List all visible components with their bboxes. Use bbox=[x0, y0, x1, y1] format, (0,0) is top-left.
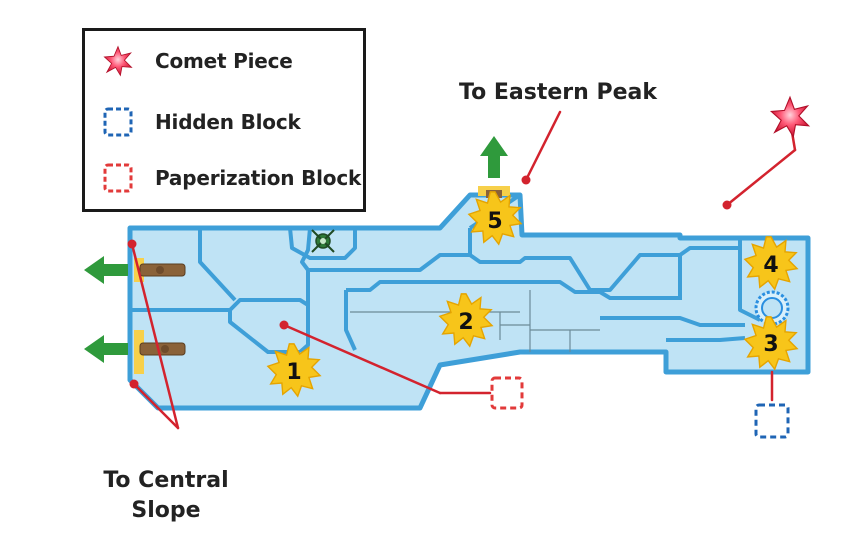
left-exit-lower bbox=[134, 330, 186, 374]
map-legend: Comet Piece Hidden Block Paperization Bl… bbox=[82, 28, 366, 212]
marker-1: 1 bbox=[267, 343, 321, 397]
pointer-lines bbox=[130, 110, 797, 430]
callout-central-line1: To Central bbox=[103, 468, 229, 493]
svg-text:4: 4 bbox=[763, 253, 778, 278]
hidden-block-icon bbox=[754, 403, 790, 439]
marker-4: 4 bbox=[744, 236, 798, 290]
enemy-icon bbox=[311, 229, 335, 253]
callout-central-slope: To Central Slope bbox=[86, 466, 246, 526]
legend-label-hidden: Hidden Block bbox=[155, 110, 301, 134]
exit-arrow-left-lower-icon bbox=[84, 335, 128, 363]
exit-arrow-left-upper-icon bbox=[84, 256, 128, 284]
inner-lines bbox=[350, 290, 600, 352]
marker-5: 5 bbox=[468, 191, 522, 245]
svg-text:3: 3 bbox=[763, 332, 778, 357]
svg-text:2: 2 bbox=[458, 310, 473, 335]
exit-arrow-up-icon bbox=[480, 136, 508, 178]
callout-eastern-peak: To Eastern Peak bbox=[459, 80, 657, 105]
warp-ring bbox=[754, 290, 790, 326]
marker-2: 2 bbox=[439, 293, 493, 347]
paperization-block-icon bbox=[490, 376, 524, 410]
paperization-block-icon bbox=[101, 162, 135, 194]
svg-text:5: 5 bbox=[487, 209, 502, 234]
callout-central-line2: Slope bbox=[131, 498, 201, 523]
svg-text:1: 1 bbox=[286, 360, 301, 385]
legend-item-paperization: Paperization Block bbox=[101, 162, 361, 194]
legend-label-comet: Comet Piece bbox=[155, 49, 293, 73]
comet-piece-icon bbox=[770, 96, 810, 138]
comet-piece-icon bbox=[101, 45, 135, 77]
marker-3: 3 bbox=[744, 316, 798, 370]
pointer-dots bbox=[127, 175, 732, 389]
hidden-block-icon bbox=[101, 106, 135, 138]
legend-item-comet: Comet Piece bbox=[101, 45, 293, 77]
legend-label-paperization: Paperization Block bbox=[155, 166, 362, 190]
legend-item-hidden: Hidden Block bbox=[101, 106, 301, 138]
